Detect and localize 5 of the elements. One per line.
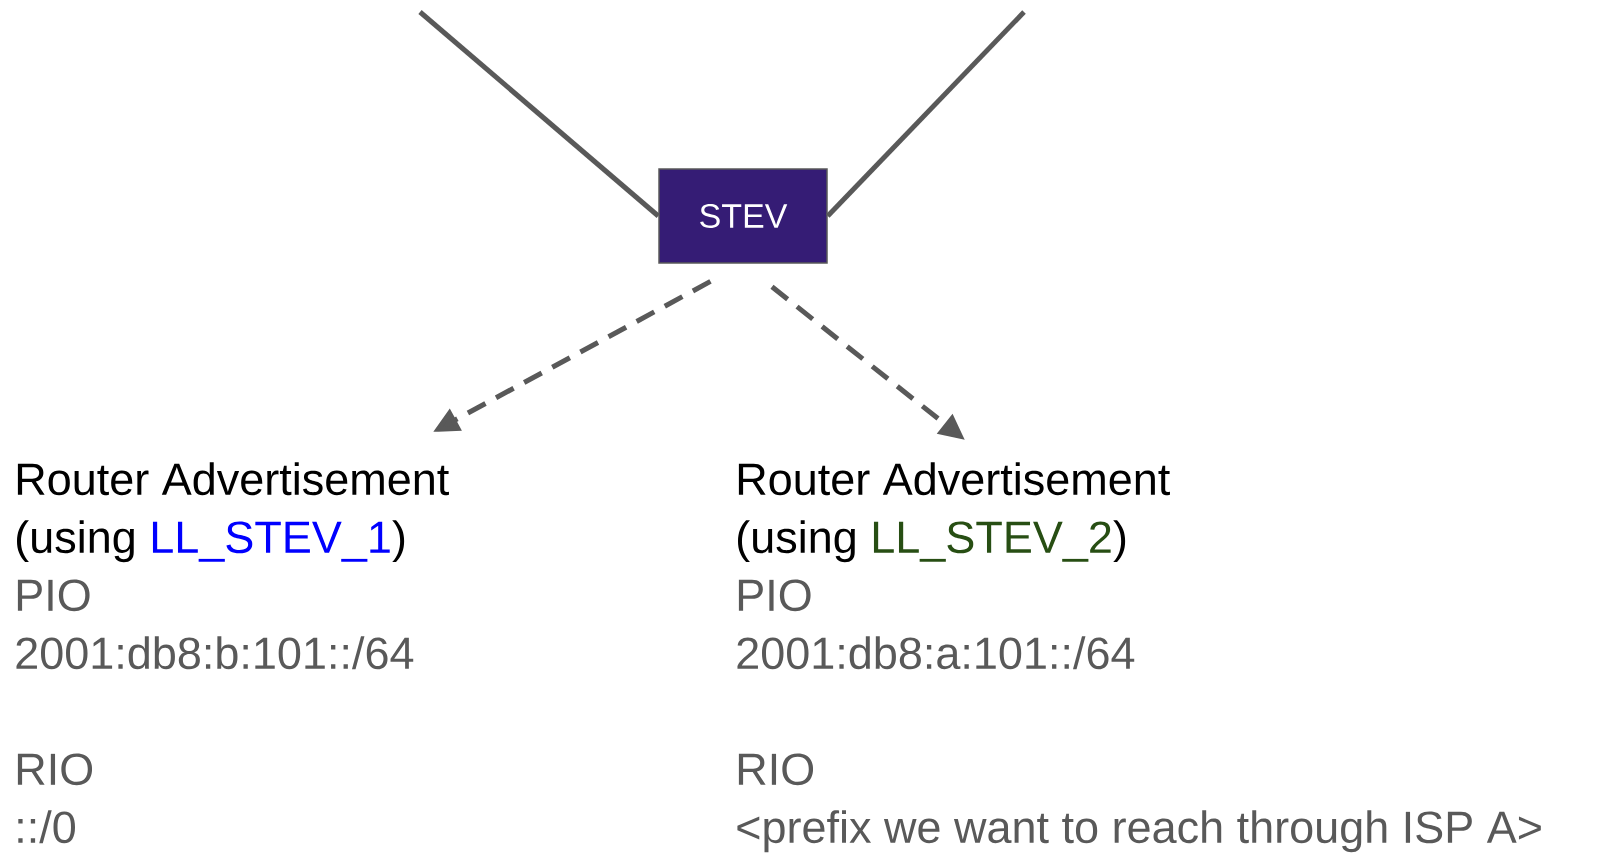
line	[418, 10, 660, 218]
message-text: Router Advertisement (using LL_STEV_2) PIO 2001:db8:a:101::/64 RIO <prefix we want to reach through ISP A>	[737, 462, 1541, 853]
message-text: Router Advertisement (using LL_STEV_1) PIO 2001:db8:b:101::/64 RIO ::/0	[16, 462, 449, 844]
line	[825, 10, 1026, 218]
device-box: STEV	[658, 168, 828, 264]
